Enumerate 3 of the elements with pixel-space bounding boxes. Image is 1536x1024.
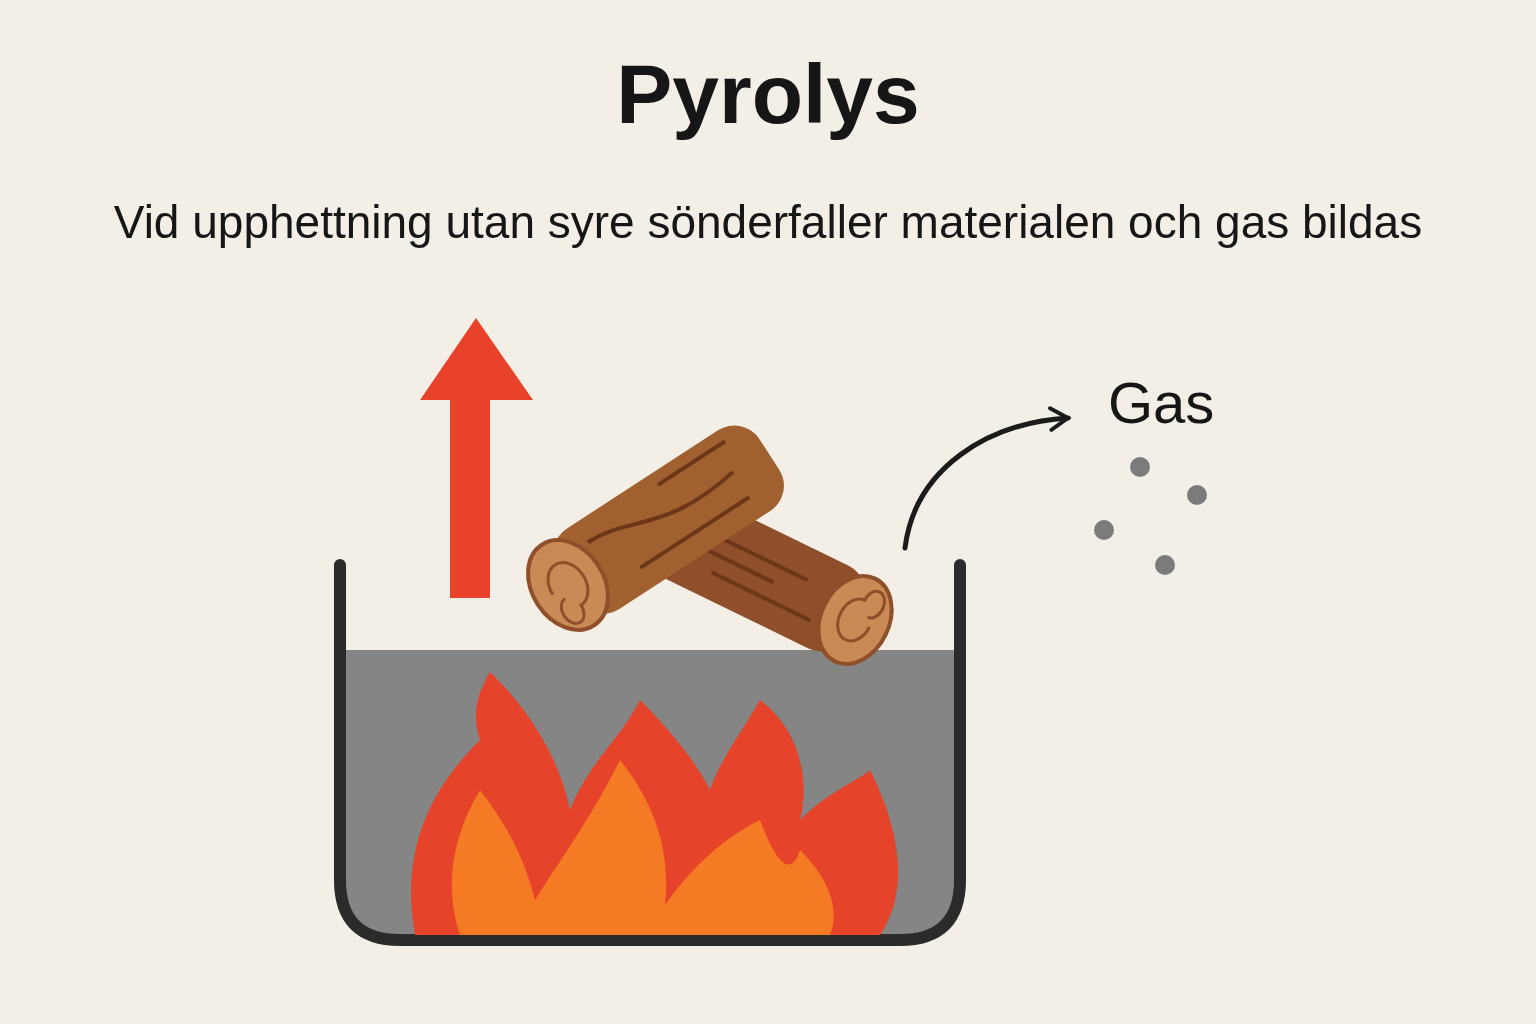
gas-label: Gas xyxy=(1108,374,1215,432)
subtitle: Vid upphettning utan syre sönderfaller materialen och gas bildas xyxy=(112,195,1424,250)
curved-arrow xyxy=(902,407,1071,551)
